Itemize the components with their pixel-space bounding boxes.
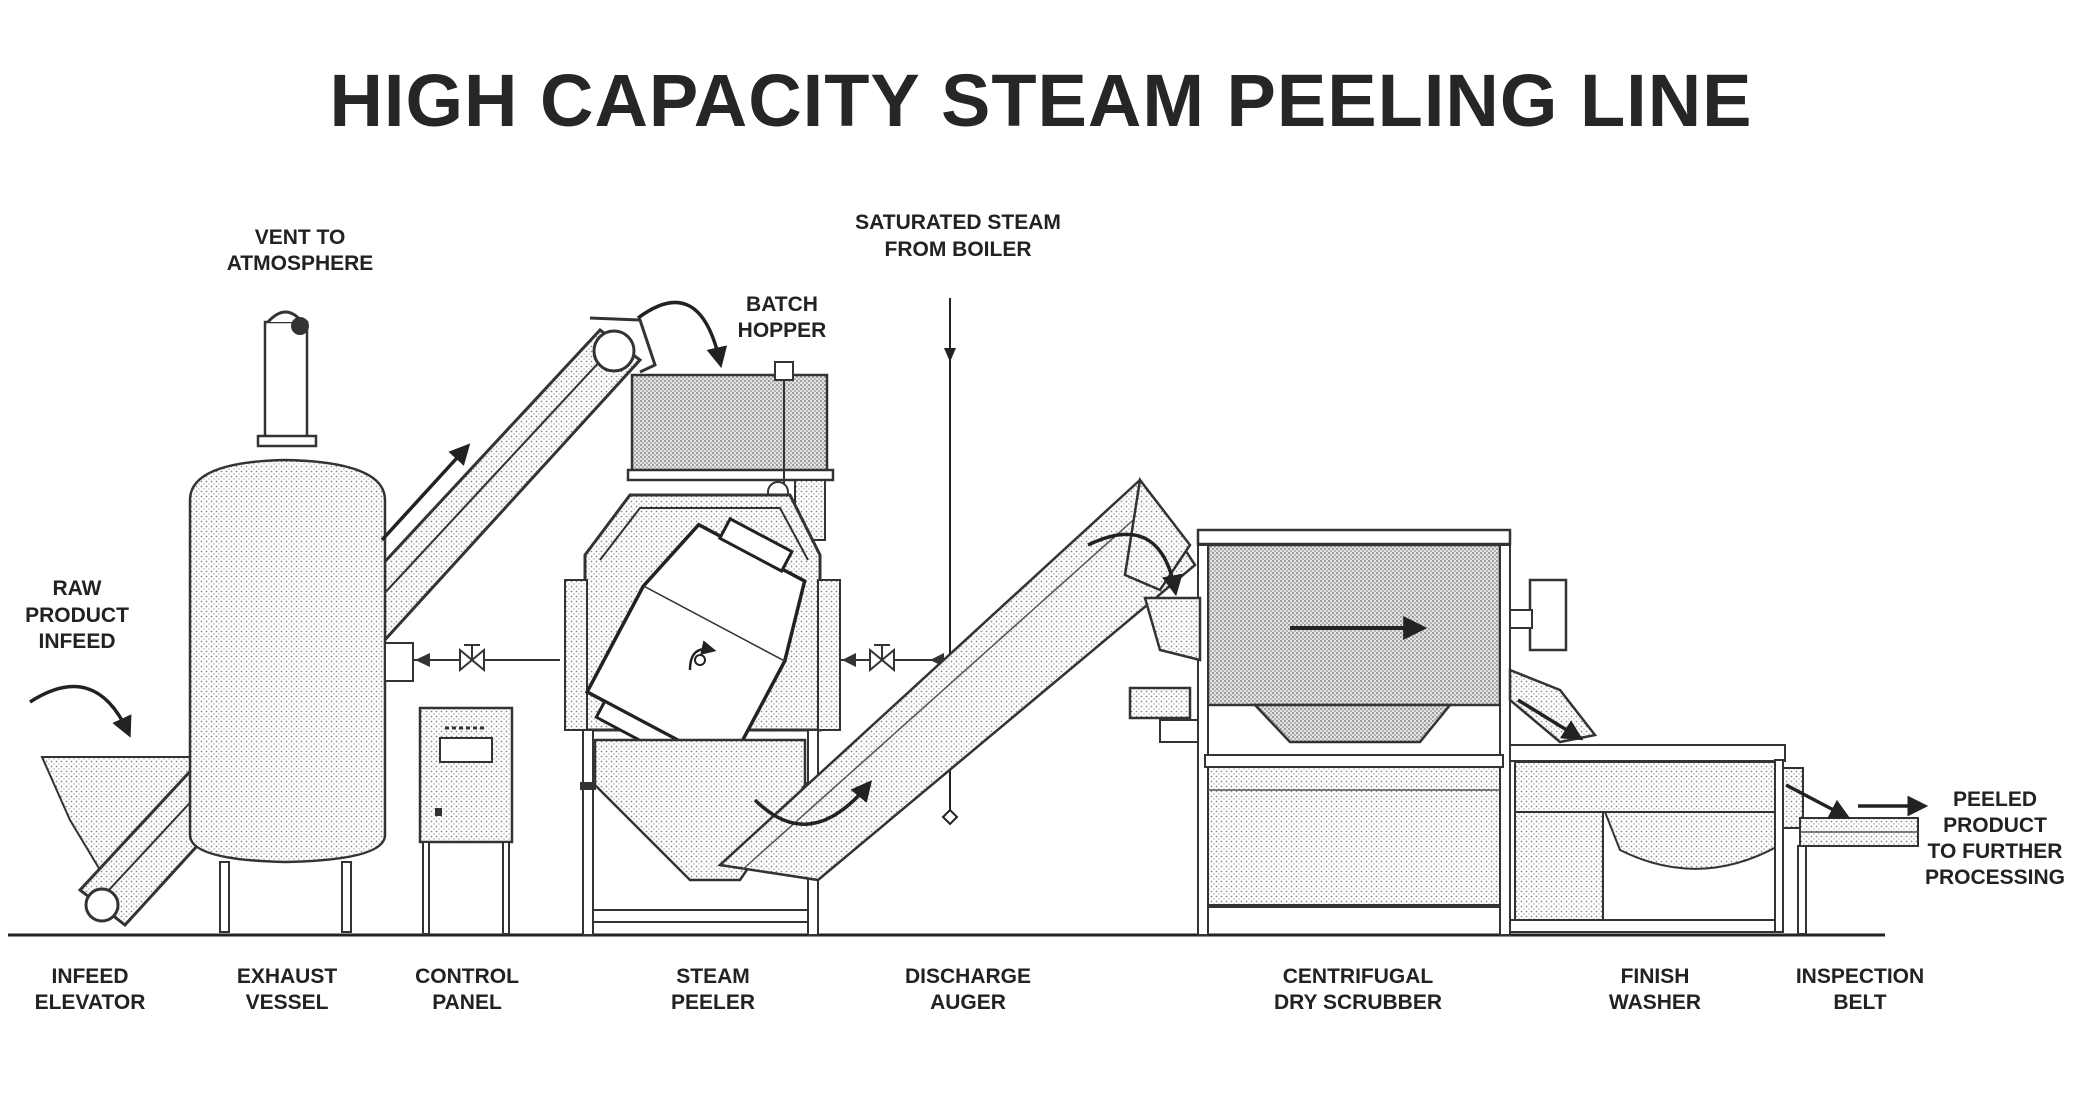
steam-label-line-1: SATURATED STEAM [855,211,1061,234]
vent-label-line-1: VENT TO [255,226,346,249]
control-panel [418,706,514,935]
station-exhaust-vessel-1: EXHAUST [237,965,338,988]
batch-hopper [630,373,829,477]
annotation-infeed: RAW PRODUCT INFEED [25,577,129,653]
outfeed-label-line-3: TO FURTHER [1928,840,2063,863]
outfeed-label-line-1: PEELED [1953,788,2037,811]
outfeed-label-line-2: PRODUCT [1943,814,2047,837]
exhaust-vessel [188,310,414,933]
washer-tank [1514,761,1781,813]
infeed-label-line-2: PRODUCT [25,604,129,627]
inspection-belt [1797,817,1919,935]
washer-discharge-arrow [1785,783,1851,819]
station-steam-peeler-2: PEELER [671,991,755,1014]
hopper-label-line-1: BATCH [746,293,818,316]
station-exhaust-vessel-2: VESSEL [246,991,329,1014]
station-control-panel-2: PANEL [432,991,502,1014]
infeed-label-line-3: INFEED [38,630,115,653]
station-infeed-elevator-1: INFEED [51,965,128,988]
finish-washer [1509,744,1804,933]
station-control-panel-1: CONTROL [415,965,519,988]
annotation-outfeed: PEELED PRODUCT TO FURTHER PROCESSING [1925,788,2065,889]
auger-tube [717,478,1197,882]
centrifugal-dry-scrubber [1128,528,1598,936]
discharge-auger [717,476,1197,882]
washer-feed-arrow [1517,698,1584,741]
annotation-vent: VENT TO ATMOSPHERE [227,226,374,275]
steam-label-line-2: FROM BOILER [885,238,1032,261]
station-discharge-auger-1: DISCHARGE [905,965,1031,988]
elevator-flow-arrow [380,443,471,542]
station-dry-scrubber-2: DRY SCRUBBER [1274,991,1442,1014]
station-finish-washer-2: WASHER [1609,991,1701,1014]
station-discharge-auger-2: AUGER [930,991,1006,1014]
raw-infeed-arrow [29,684,132,738]
lower-pulley [84,887,120,923]
hopper-label-line-2: HOPPER [738,319,827,342]
station-infeed-elevator-2: ELEVATOR [35,991,146,1014]
hopper-flow-arrow [636,300,728,369]
annotation-hopper: BATCH HOPPER [738,293,827,342]
station-steam-peeler-1: STEAM [676,965,750,988]
peeler-discharge-arrow [753,780,873,826]
auger-discharge-arrow [1087,532,1183,597]
station-dry-scrubber-1: CENTRIFUGAL [1283,965,1434,988]
station-finish-washer-1: FINISH [1621,965,1690,988]
vent-stack [263,320,309,442]
infeed-label-line-1: RAW [53,577,102,600]
scrubber-drum [1206,543,1502,707]
station-inspection-belt-1: INSPECTION [1796,965,1924,988]
head-pulley [592,329,636,373]
diagram-title: HIGH CAPACITY STEAM PEELING LINE [329,59,1753,142]
vessel-body [188,458,387,864]
station-inspection-belt-2: BELT [1833,991,1886,1014]
vent-label-line-2: ATMOSPHERE [227,252,374,275]
outfeed-label-line-4: PROCESSING [1925,866,2065,889]
annotation-steam: SATURATED STEAM FROM BOILER [855,211,1061,261]
station-labels: INFEED ELEVATOR EXHAUST VESSEL CONTROL P… [35,965,1925,1014]
